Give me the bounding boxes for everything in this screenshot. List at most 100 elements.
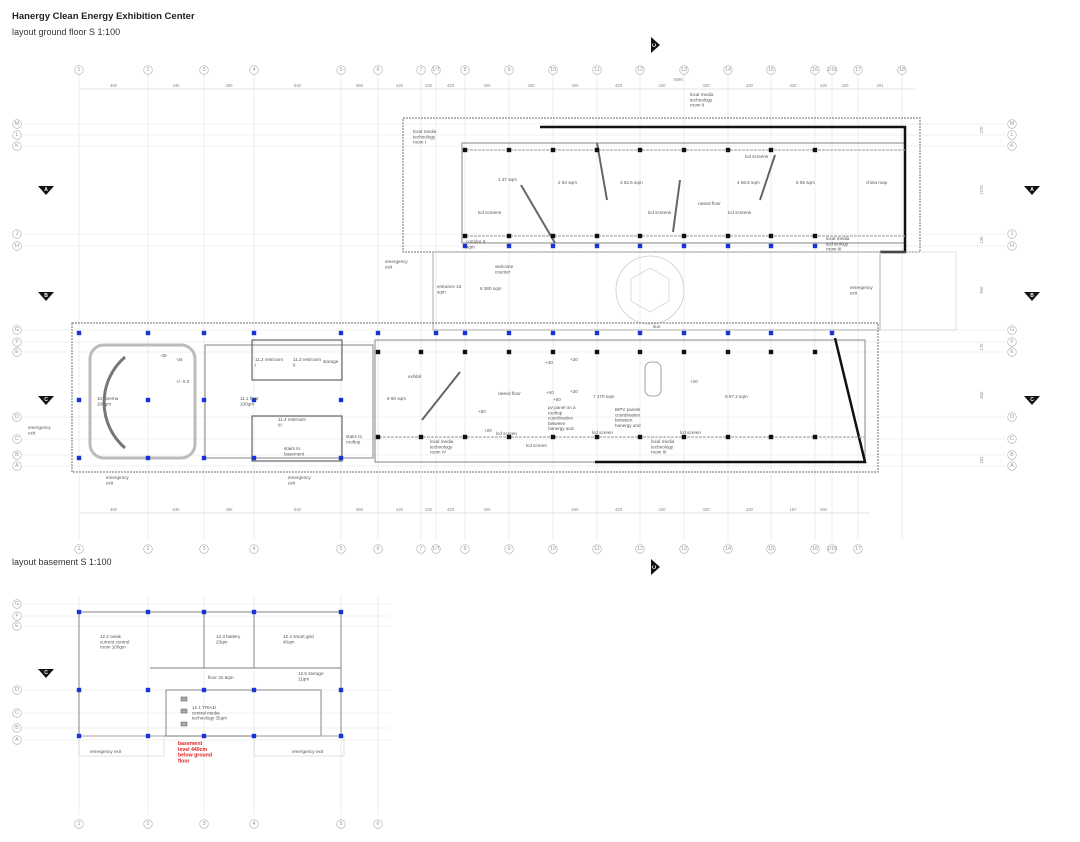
- column-marker: [506, 330, 512, 336]
- upper-exhibit-rooms: [461, 142, 906, 244]
- room-label: lcd screens: [745, 154, 769, 159]
- section-marker: C: [651, 559, 660, 575]
- column-marker: [637, 147, 643, 153]
- column-marker: [594, 233, 600, 239]
- axis-bubble: [74, 819, 84, 829]
- column-marker: [637, 330, 643, 336]
- section-arrow-icon: [38, 186, 54, 195]
- column-marker: [637, 434, 643, 440]
- column-marker: [201, 609, 207, 615]
- section-arrow-icon: [651, 37, 660, 53]
- column-marker: [812, 243, 818, 249]
- column-marker: [768, 330, 774, 336]
- column-marker: [637, 349, 643, 355]
- column-marker: [550, 330, 556, 336]
- room-label: lcd screen: [526, 443, 547, 448]
- section-label: C: [44, 397, 48, 403]
- axis-bubble: [12, 229, 22, 239]
- axis-label: L: [1010, 132, 1013, 138]
- axis-bubble: [373, 65, 383, 75]
- dimension-label: 420: [703, 507, 711, 512]
- column-marker: [768, 233, 774, 239]
- section-marker: B: [1024, 292, 1040, 301]
- axis-bubble: [12, 412, 22, 422]
- column-marker: [375, 330, 381, 336]
- axis-bubble: [249, 544, 259, 554]
- axis-label: 6: [376, 67, 379, 73]
- column-marker: [418, 349, 424, 355]
- axis-label: E: [15, 349, 19, 355]
- room-label: +20: [570, 389, 578, 394]
- car-icon: [644, 361, 662, 397]
- column-marker: [201, 397, 207, 403]
- axis-label: 7: [419, 546, 422, 552]
- basement-room-label: emergency exit: [292, 749, 324, 754]
- axis-label: M: [1010, 121, 1015, 127]
- column-marker: [251, 687, 257, 693]
- section-label: C: [1030, 397, 1034, 403]
- section-marker: C: [651, 37, 660, 53]
- column-marker: [506, 349, 512, 355]
- axis-label: K: [1010, 143, 1014, 149]
- axis-label: 15: [768, 67, 774, 73]
- axis-bubble: [336, 819, 346, 829]
- axis-bubble: [1007, 347, 1017, 357]
- room-label: raised floor: [698, 201, 721, 206]
- axis-label: E: [1010, 349, 1014, 355]
- axis-bubble: [1007, 141, 1017, 151]
- column-marker: [768, 434, 774, 440]
- axis-label: D: [15, 414, 19, 420]
- column-marker: [462, 349, 468, 355]
- axis-label: D: [15, 687, 19, 693]
- axis-label: A: [15, 463, 19, 469]
- room-label: 3 62.5 sqm: [620, 180, 643, 185]
- axis-label: 1/7: [432, 546, 440, 552]
- sun-circle: [615, 255, 685, 325]
- cinema-screen: [102, 355, 126, 450]
- column-marker: [76, 609, 82, 615]
- axis-label: F: [15, 339, 19, 345]
- axis-bubble: [12, 621, 22, 631]
- room-label: lcd screen: [680, 430, 701, 435]
- dimension-label: 490: [226, 83, 234, 88]
- axis-bubble: [12, 325, 22, 335]
- room-label: +40: [545, 360, 553, 365]
- column-marker: [145, 609, 151, 615]
- axis-bubble: [143, 819, 153, 829]
- dimension-label: 1275: [979, 185, 984, 195]
- axis-label: L: [15, 132, 18, 138]
- dimension-label: 640: [294, 83, 302, 88]
- partition: [672, 179, 681, 233]
- column-marker: [251, 733, 257, 739]
- column-marker: [681, 243, 687, 249]
- column-marker: [594, 434, 600, 440]
- room-label: lcd screens: [728, 210, 752, 215]
- partition: [520, 184, 556, 244]
- column-marker: [829, 330, 835, 336]
- partition: [759, 154, 776, 201]
- structural-columns: [76, 147, 835, 739]
- axis-bubble: [199, 819, 209, 829]
- axis-bubble: [12, 119, 22, 129]
- axis-bubble: [12, 450, 22, 460]
- axis-label: 2: [146, 546, 149, 552]
- axis-label: 13: [681, 546, 687, 552]
- room-label: 8 60 sqm: [387, 396, 406, 401]
- column-marker: [338, 609, 344, 615]
- column-marker: [462, 434, 468, 440]
- column-marker: [812, 233, 818, 239]
- axis-label: 5: [339, 821, 342, 827]
- axis-bubble: [679, 544, 689, 554]
- axis-label: F: [15, 613, 19, 619]
- section-marker: C: [38, 396, 54, 405]
- axis-label: B: [15, 725, 19, 731]
- room-label: +40: [546, 390, 554, 395]
- axis-label: 16: [812, 67, 818, 73]
- column-marker: [251, 397, 257, 403]
- section-label: C: [44, 670, 48, 676]
- room-label: +20: [570, 357, 578, 362]
- column-marker: [637, 243, 643, 249]
